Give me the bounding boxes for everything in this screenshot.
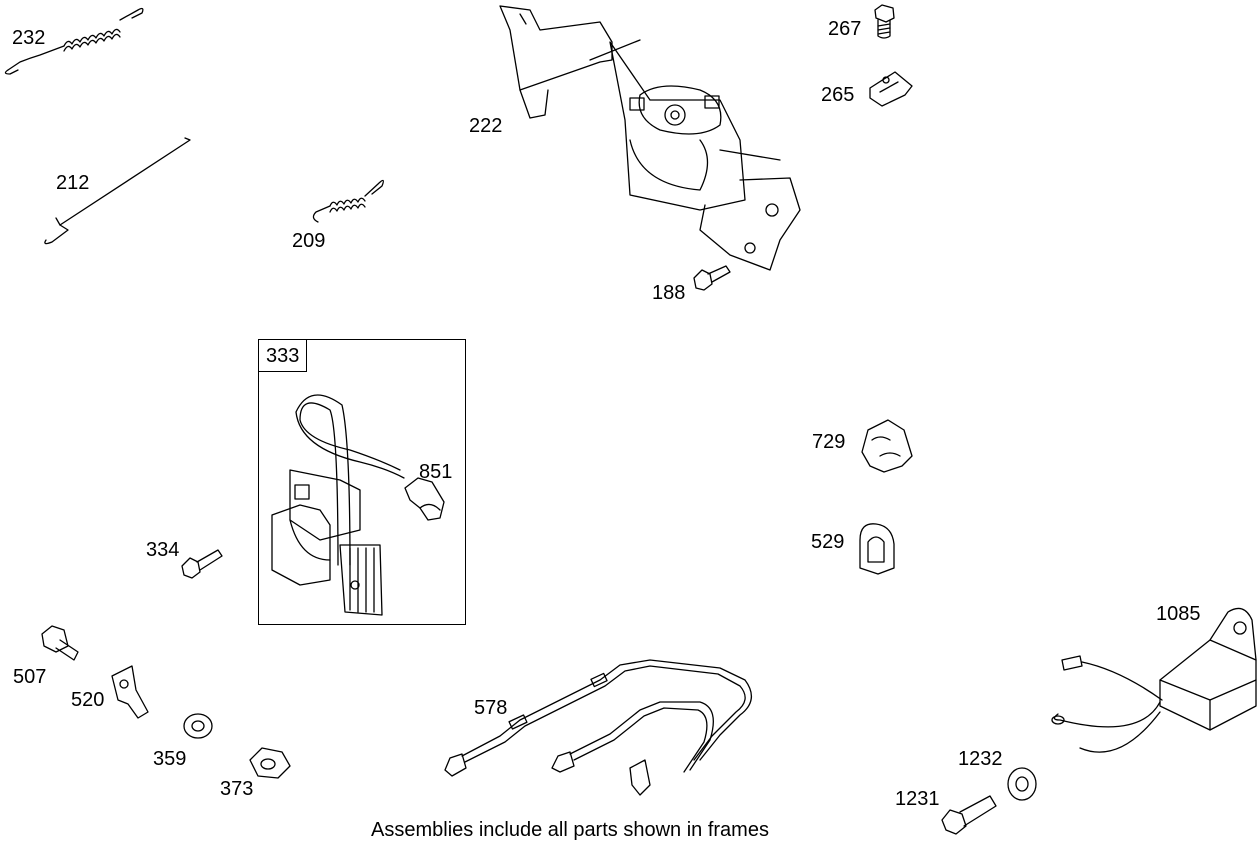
part-label-222: 222 — [469, 115, 503, 137]
washer-1232-drawing — [1007, 767, 1037, 801]
rod-212-drawing — [44, 137, 191, 245]
part-label-232: 232 — [12, 27, 46, 49]
part-label-267: 267 — [828, 18, 862, 40]
diagram-caption: Assemblies include all parts shown in fr… — [371, 819, 769, 841]
part-label-1232: 1232 — [958, 748, 1003, 770]
screw-334-drawing — [181, 549, 223, 579]
screw-188-drawing — [693, 265, 731, 291]
part-label-265: 265 — [821, 84, 855, 106]
part-label-529: 529 — [811, 531, 845, 553]
part-label-212: 212 — [56, 172, 90, 194]
washer-359-drawing — [183, 713, 213, 739]
part-label-1085: 1085 — [1156, 603, 1201, 625]
retainer-851-drawing — [404, 477, 445, 521]
part-label-578: 578 — [474, 697, 508, 719]
assembly-frame-333: 333 — [258, 339, 466, 625]
clip-729-drawing — [861, 419, 913, 473]
bolt-1231-drawing — [941, 795, 997, 835]
rectifier-1085-drawing — [1051, 607, 1257, 753]
part-label-188: 188 — [652, 282, 686, 304]
part-label-851: 851 — [419, 461, 453, 483]
harness-578-drawing — [444, 659, 752, 796]
nut-373-drawing — [249, 747, 291, 779]
terminal-507-drawing — [41, 625, 79, 661]
grommet-529-drawing — [859, 523, 895, 575]
armature-333-drawing — [271, 394, 405, 616]
part-label-373: 373 — [220, 778, 254, 800]
part-label-334: 334 — [146, 539, 180, 561]
part-label-209: 209 — [292, 230, 326, 252]
part-label-507: 507 — [13, 666, 47, 688]
frame-label-333: 333 — [259, 340, 308, 372]
bolt-267-drawing — [874, 4, 895, 39]
part-label-520: 520 — [71, 689, 105, 711]
spring-209-drawing — [312, 179, 384, 223]
part-label-729: 729 — [812, 431, 846, 453]
part-label-1231: 1231 — [895, 788, 940, 810]
part-label-359: 359 — [153, 748, 187, 770]
tab-520-drawing — [111, 665, 149, 719]
spring-232-drawing — [4, 7, 144, 75]
bracket-222-drawing — [499, 5, 801, 271]
clip-265-drawing — [869, 71, 913, 107]
